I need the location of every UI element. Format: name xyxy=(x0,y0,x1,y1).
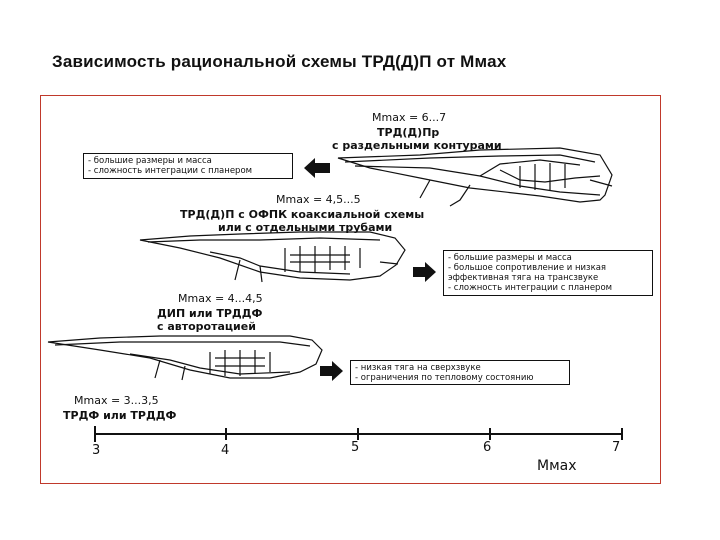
arrow-right-3 xyxy=(320,361,343,381)
note-2-line-4: - сложность интеграции с планером xyxy=(448,283,613,293)
axis-tick-5: 5 xyxy=(351,440,360,455)
engine-drawing-1 xyxy=(337,147,613,207)
axis-tick-6: 6 xyxy=(483,440,492,455)
scheme-4-name-line-1: ТРДФ или ТРДДФ xyxy=(63,409,177,422)
arrow-left-1 xyxy=(304,158,330,178)
scheme-3-name-line-1: ДИП или ТРДДФ xyxy=(157,307,263,320)
engine-drawing-2 xyxy=(139,231,406,283)
note-3-line-2: - ограничения по тепловому состоянию xyxy=(355,373,534,383)
engine-drawing-3 xyxy=(47,335,323,381)
note-2-line-2: - большое сопротивление и низкая xyxy=(448,263,607,273)
scheme-4-mach: Mmax = 3...3,5 xyxy=(74,394,159,407)
scheme-1-mach: Mmax = 6...7 xyxy=(372,111,447,124)
scheme-1-name-line-1: ТРД(Д)Пр xyxy=(377,126,440,139)
note-box-1: - большие размеры и масса - сложность ин… xyxy=(83,153,293,179)
diagram-frame xyxy=(40,95,661,484)
note-box-3: - низкая тяга на сверхзвуке - ограничени… xyxy=(350,360,570,385)
scheme-3-mach: Mmax = 4...4,5 xyxy=(178,292,263,305)
mach-axis xyxy=(94,426,623,442)
scheme-2-mach: Mmax = 4,5...5 xyxy=(276,193,361,206)
scheme-3-name-line-2: с авторотацией xyxy=(157,320,256,333)
note-1-line-1: - большие размеры и масса xyxy=(88,156,212,166)
axis-tick-4: 4 xyxy=(221,443,230,458)
note-2-line-1: - большие размеры и масса xyxy=(448,253,572,263)
axis-tick-7: 7 xyxy=(612,440,621,455)
scheme-1-name-line-2: с раздельными контурами xyxy=(332,139,502,152)
arrow-right-2 xyxy=(413,262,436,282)
scheme-2-name-line-1: ТРД(Д)П с ОФПК коаксиальной схемы xyxy=(180,208,425,221)
page-title: Зависимость рациональной схемы ТРД(Д)П о… xyxy=(52,52,507,71)
note-2-line-3: эффективная тяга на трансзвуке xyxy=(448,273,599,283)
note-3-line-1: - низкая тяга на сверхзвуке xyxy=(355,363,481,373)
axis-tick-3: 3 xyxy=(92,443,101,458)
axis-label: Mмах xyxy=(537,458,577,474)
note-box-2: - большие размеры и масса - большое сопр… xyxy=(443,250,653,296)
note-1-line-2: - сложность интеграции с планером xyxy=(88,166,253,176)
scheme-2-name-line-2: или с отдельными трубами xyxy=(218,221,393,234)
